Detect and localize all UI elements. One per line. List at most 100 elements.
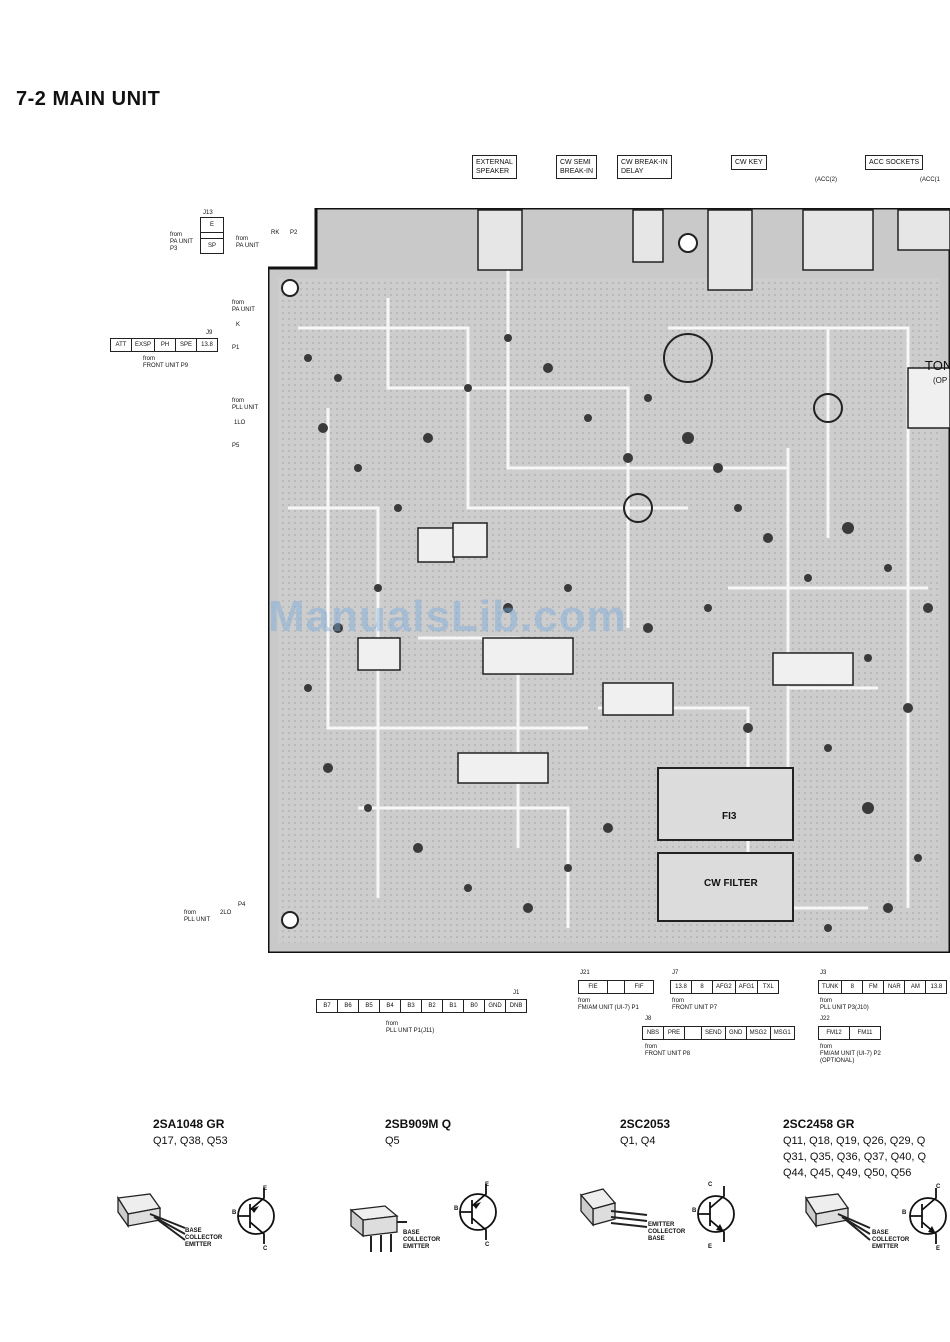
j8-name: J8 bbox=[645, 1016, 652, 1022]
label-cw-semi-break-in: CW SEMI BREAK-IN bbox=[556, 155, 598, 179]
j9-pin: SPE bbox=[176, 339, 198, 351]
pin-b: B bbox=[902, 1210, 907, 1216]
j1-pin: B1 bbox=[443, 1000, 464, 1012]
j1-pin: B7 bbox=[317, 1000, 338, 1012]
j9-from: from FRONT UNIT P9 bbox=[143, 356, 189, 369]
j9-pin: EXSP bbox=[132, 339, 156, 351]
pnp-transistor-symbol bbox=[237, 1188, 275, 1244]
p2-name: P2 bbox=[290, 230, 298, 236]
j7-connector: 13.8 8 AFG2 AFG1 TXL bbox=[670, 980, 780, 994]
label-cw-key: CW KEY bbox=[731, 155, 767, 170]
j1-pin: B0 bbox=[464, 1000, 485, 1012]
j1-pin: B2 bbox=[422, 1000, 443, 1012]
top-jacks bbox=[477, 209, 950, 291]
label-external-speaker: EXTERNAL SPEAKER bbox=[472, 155, 517, 179]
pnp-transistor-symbol bbox=[459, 1184, 497, 1240]
j8-pin bbox=[685, 1027, 702, 1039]
p5-name: P5 bbox=[232, 443, 240, 449]
j8-pin: GND bbox=[726, 1027, 747, 1039]
j7-pin: 13.8 bbox=[671, 981, 692, 993]
transistor-package-2sc2458 bbox=[804, 1193, 871, 1241]
pin-e: E bbox=[708, 1244, 713, 1250]
j7-name: J7 bbox=[672, 970, 679, 976]
transistor-type: 2SA1048 GR bbox=[153, 1117, 225, 1131]
pin-c: C bbox=[485, 1242, 490, 1248]
j1-pin: B3 bbox=[401, 1000, 422, 1012]
pcb-traces bbox=[288, 268, 928, 928]
j9-pin: PH bbox=[155, 339, 177, 351]
page-title: 7-2 MAIN UNIT bbox=[16, 88, 161, 110]
j13-name: J13 bbox=[203, 210, 213, 216]
j1-pin: DNB bbox=[509, 1003, 523, 1009]
transistor-list: Q5 bbox=[385, 1135, 400, 1147]
j22-name: J22 bbox=[820, 1016, 830, 1022]
j22-pin: FM11 bbox=[857, 1030, 873, 1036]
j1-pin: B5 bbox=[359, 1000, 380, 1012]
j3-pin: NAR bbox=[884, 981, 906, 993]
pin-c: C bbox=[263, 1246, 268, 1252]
j8-pin: MSG1 bbox=[773, 1030, 791, 1036]
npn-transistor-symbol bbox=[909, 1188, 947, 1244]
cw-filter-label: CW FILTER bbox=[704, 878, 758, 889]
transistor-type: 2SB909M Q bbox=[385, 1117, 452, 1131]
j3-pin: TUNK bbox=[819, 981, 843, 993]
j9-connector: ATT EXSP PH SPE 13.8 bbox=[110, 338, 219, 352]
j3-from: from PLL UNIT P3(J10) bbox=[820, 998, 869, 1011]
j1-connector: B7 B6 B5 B4 B3 B2 B1 B0 GND DNB bbox=[316, 999, 527, 1013]
j3-name: J3 bbox=[820, 970, 827, 976]
label-acc1: (ACC(1 bbox=[920, 177, 941, 183]
j1-pin: B6 bbox=[338, 1000, 359, 1012]
j1-name: J1 bbox=[513, 990, 520, 996]
pin-e: E bbox=[263, 1186, 268, 1192]
lead-labels: BASE COLLECTOR EMITTER bbox=[872, 1230, 910, 1250]
label-acc-sockets: ACC SOCKETS bbox=[865, 155, 924, 170]
j22-from: from FM/AM UNIT (UI-7) P2 (OPTIONAL) bbox=[820, 1044, 881, 1064]
p4-name: P4 bbox=[238, 902, 246, 908]
transistor-type: 2SC2053 bbox=[620, 1117, 671, 1131]
j3-pin: FM bbox=[863, 981, 885, 993]
j13-pin: SP bbox=[207, 243, 216, 249]
pcb-layout-diagram bbox=[268, 208, 950, 953]
cw-filter bbox=[657, 852, 794, 922]
j21-pin: FIF bbox=[634, 984, 644, 990]
lead-labels: BASE COLLECTOR EMITTER bbox=[403, 1230, 441, 1250]
j21-name: J21 bbox=[580, 970, 590, 976]
j22-pin: FM12 bbox=[819, 1027, 850, 1039]
j3-pin: AM bbox=[905, 981, 927, 993]
watermark: ManualsLib.com bbox=[268, 592, 627, 641]
j13-pin: E bbox=[201, 218, 223, 233]
p5-pin: 1LO bbox=[234, 420, 246, 426]
tone-label: TON bbox=[925, 358, 950, 373]
p4-pin: 2LO bbox=[220, 910, 232, 916]
components bbox=[304, 333, 933, 932]
pin-b: B bbox=[454, 1206, 459, 1212]
pin-e: E bbox=[936, 1246, 941, 1252]
mounting-holes bbox=[281, 233, 698, 929]
j21-pin bbox=[608, 981, 625, 993]
j7-pin: 8 bbox=[692, 981, 713, 993]
j8-pin: SEND bbox=[702, 1027, 726, 1039]
p1-name: P1 bbox=[232, 345, 240, 351]
fi3-filter bbox=[657, 767, 794, 841]
pin-e: E bbox=[485, 1182, 490, 1188]
p4-from: from PLL UNIT bbox=[184, 910, 211, 923]
transistor-package-2sc2053 bbox=[579, 1188, 648, 1228]
p2-pin: RK bbox=[271, 230, 280, 236]
j9-pin: ATT bbox=[111, 339, 132, 351]
j3-pin: 13.8 bbox=[930, 984, 943, 990]
tone-sub-label: (OP bbox=[933, 376, 948, 385]
pin-b: B bbox=[232, 1210, 237, 1216]
p1-from: from PA UNIT bbox=[232, 300, 255, 313]
j7-from: from FRONT UNIT P7 bbox=[672, 998, 718, 1011]
transistor-list: Q1, Q4 bbox=[620, 1135, 656, 1147]
transistor-package-2sb909m bbox=[349, 1205, 407, 1252]
label-cw-break-in-delay: CW BREAK-IN DELAY bbox=[617, 155, 672, 179]
pin-c: C bbox=[936, 1184, 941, 1190]
pin-c: C bbox=[708, 1182, 713, 1188]
j7-pin: AFG2 bbox=[713, 981, 736, 993]
transistor-package-2sa1048 bbox=[116, 1193, 186, 1241]
p2-from: from PA UNIT bbox=[236, 236, 259, 249]
j8-connector: NBS PRE SEND GND MSG2 MSG1 bbox=[642, 1026, 795, 1040]
j21-from: from FM/AM UNIT (UI-7) P1 bbox=[578, 998, 639, 1011]
j7-pin: AFG1 bbox=[736, 981, 759, 993]
